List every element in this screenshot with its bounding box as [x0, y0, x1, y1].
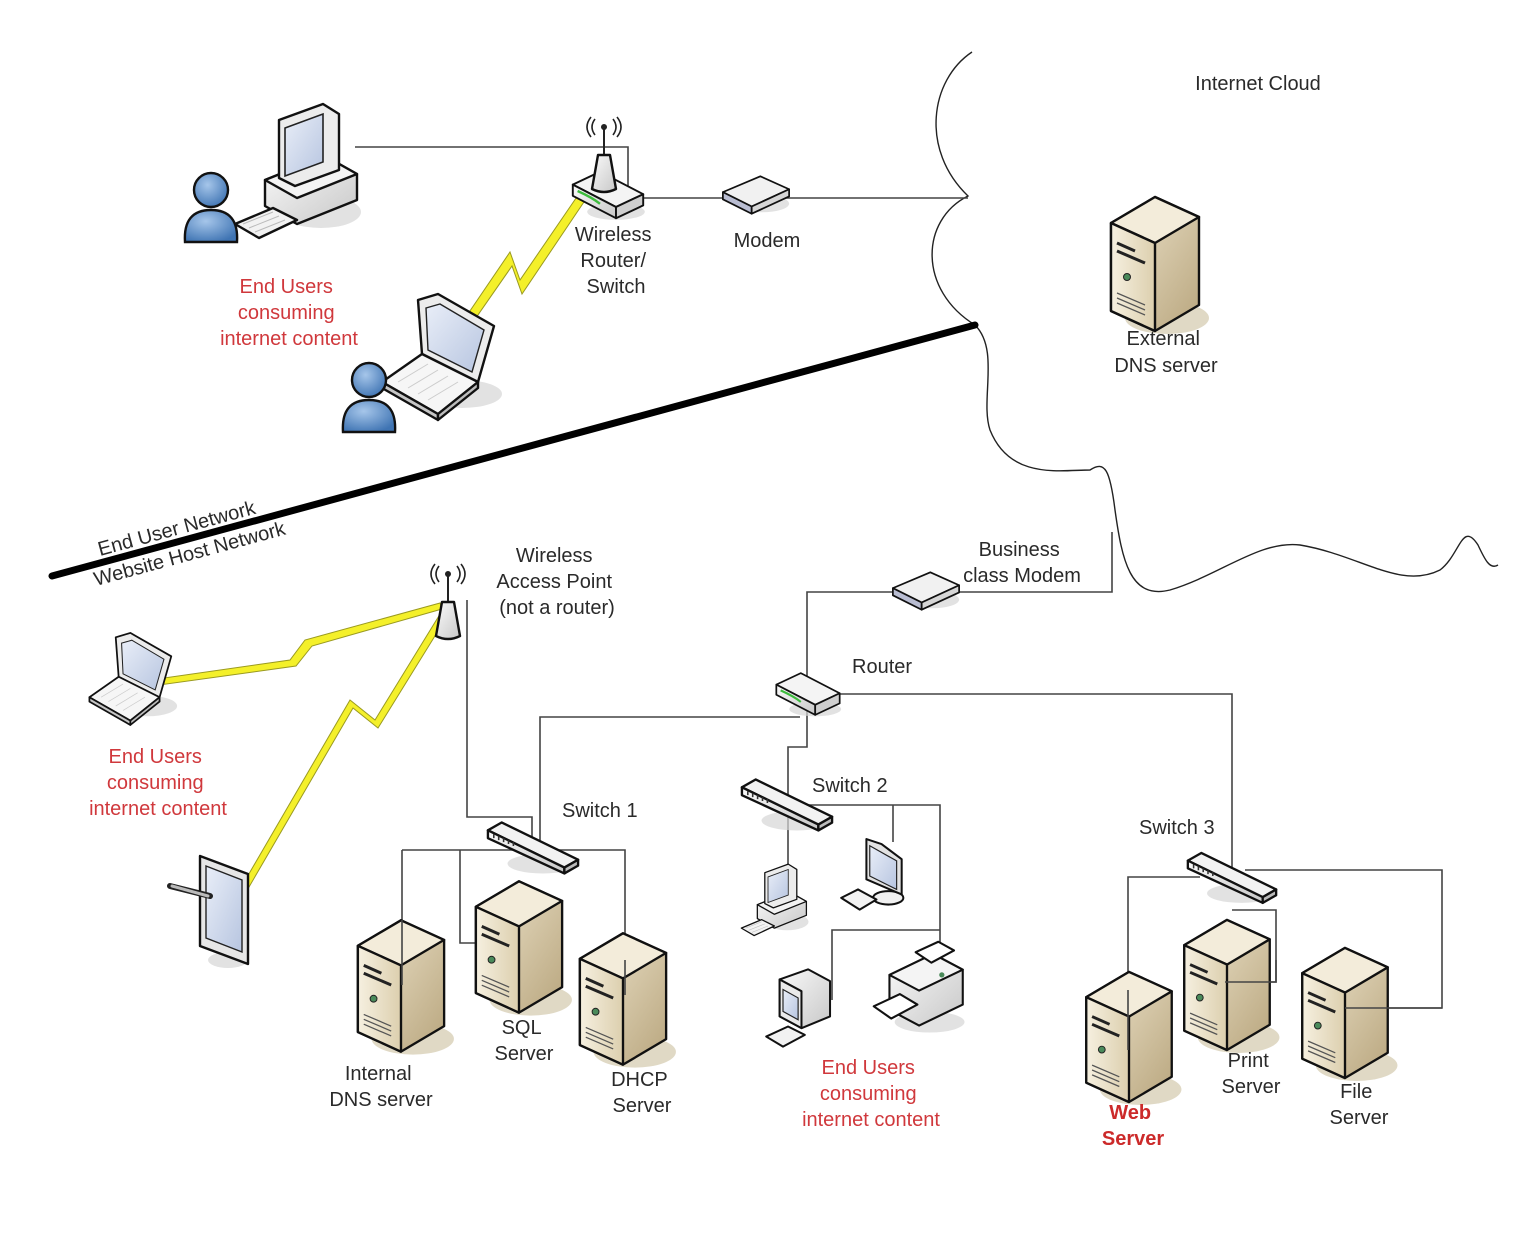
end-user-laptop — [380, 292, 504, 422]
modem-icon — [721, 175, 791, 215]
tablet-icon — [170, 856, 248, 968]
external-dns-server-icon — [1109, 195, 1211, 336]
wire-business-modem-router — [806, 591, 900, 690]
wire-server-stubs — [401, 920, 1442, 1050]
wire-switch2-devices — [790, 804, 941, 1000]
wire-switch3-servers — [1127, 869, 1443, 1009]
desktop-icon — [740, 863, 810, 937]
wire-cloud-business-modem — [950, 532, 1113, 593]
user-icon — [183, 171, 239, 244]
user-icon — [341, 361, 397, 434]
wireless-bolt-laptop-ap — [149, 602, 443, 687]
wireless-router-icon — [571, 115, 647, 222]
wireless-laptop-icon — [88, 632, 179, 726]
end-user-desktop — [233, 102, 363, 240]
monitor-icon — [840, 837, 905, 911]
file-server-icon — [1300, 946, 1399, 1083]
wireless-bolt-tablet-ap — [224, 605, 452, 919]
file-server-label: File Server — [1330, 1081, 1389, 1129]
switch3-label: Switch 3 — [1139, 817, 1215, 839]
switch2-label: Switch 2 — [812, 775, 888, 797]
printer-icon — [872, 940, 966, 1034]
wire-router-switch1 — [539, 716, 800, 845]
print-server-label: Print Server — [1222, 1050, 1281, 1098]
wire-ap-switch1 — [466, 600, 533, 845]
switch2-end-users-label: End Users consuming internet content — [802, 1057, 940, 1131]
internal-dns-server-icon — [356, 918, 456, 1057]
external-dns-label: External DNS server — [1114, 328, 1218, 377]
internet-cloud-label: Internet Cloud — [1195, 73, 1321, 95]
wire-router-switch3 — [840, 693, 1233, 870]
switch1-icon — [486, 821, 580, 875]
dhcp-server-icon — [578, 931, 678, 1070]
internal-dns-label: Internal DNS server — [329, 1063, 433, 1111]
crt-computer-icon — [765, 968, 832, 1048]
sql-server-label: SQL Server — [495, 1017, 554, 1065]
sql-server-icon — [474, 879, 574, 1018]
print-server-icon — [1182, 918, 1281, 1055]
network-divider — [48, 321, 979, 580]
wireless-router-label: Wireless Router/ Switch — [575, 224, 657, 298]
business-modem-icon — [891, 571, 961, 611]
dhcp-server-label: DHCP Server — [611, 1069, 673, 1117]
business-modem-label: Business class Modem — [963, 539, 1081, 587]
end-users-label: End Users consuming internet content — [220, 276, 358, 350]
wire-desktop-router — [355, 146, 629, 198]
web-server-label: Web Server — [1102, 1102, 1164, 1150]
access-point-label: Wireless Access Point (not a router) — [496, 545, 617, 619]
modem-label: Modem — [734, 230, 801, 252]
switch1-label: Switch 1 — [562, 800, 638, 822]
router-label: Router — [852, 656, 912, 678]
router-icon — [775, 672, 843, 718]
internet-cloud-boundary — [931, 51, 1499, 593]
web-server-icon — [1084, 970, 1183, 1107]
wireless-end-users-label: End Users consuming internet content — [89, 746, 227, 820]
